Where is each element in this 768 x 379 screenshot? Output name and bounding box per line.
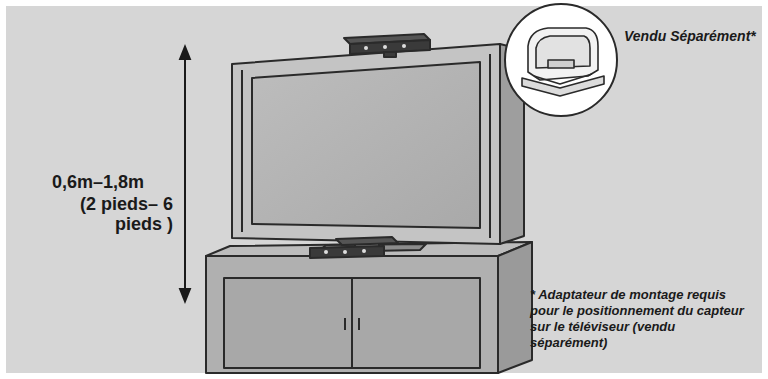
dimension-label: (2 pieds– 6 pieds ) [60,194,173,234]
footnote: * Adaptateur de montage requis pour le p… [530,287,752,351]
dimension-label: 0,6m–1,8m [52,172,144,193]
callout-note: Vendu Séparément* [624,28,756,44]
